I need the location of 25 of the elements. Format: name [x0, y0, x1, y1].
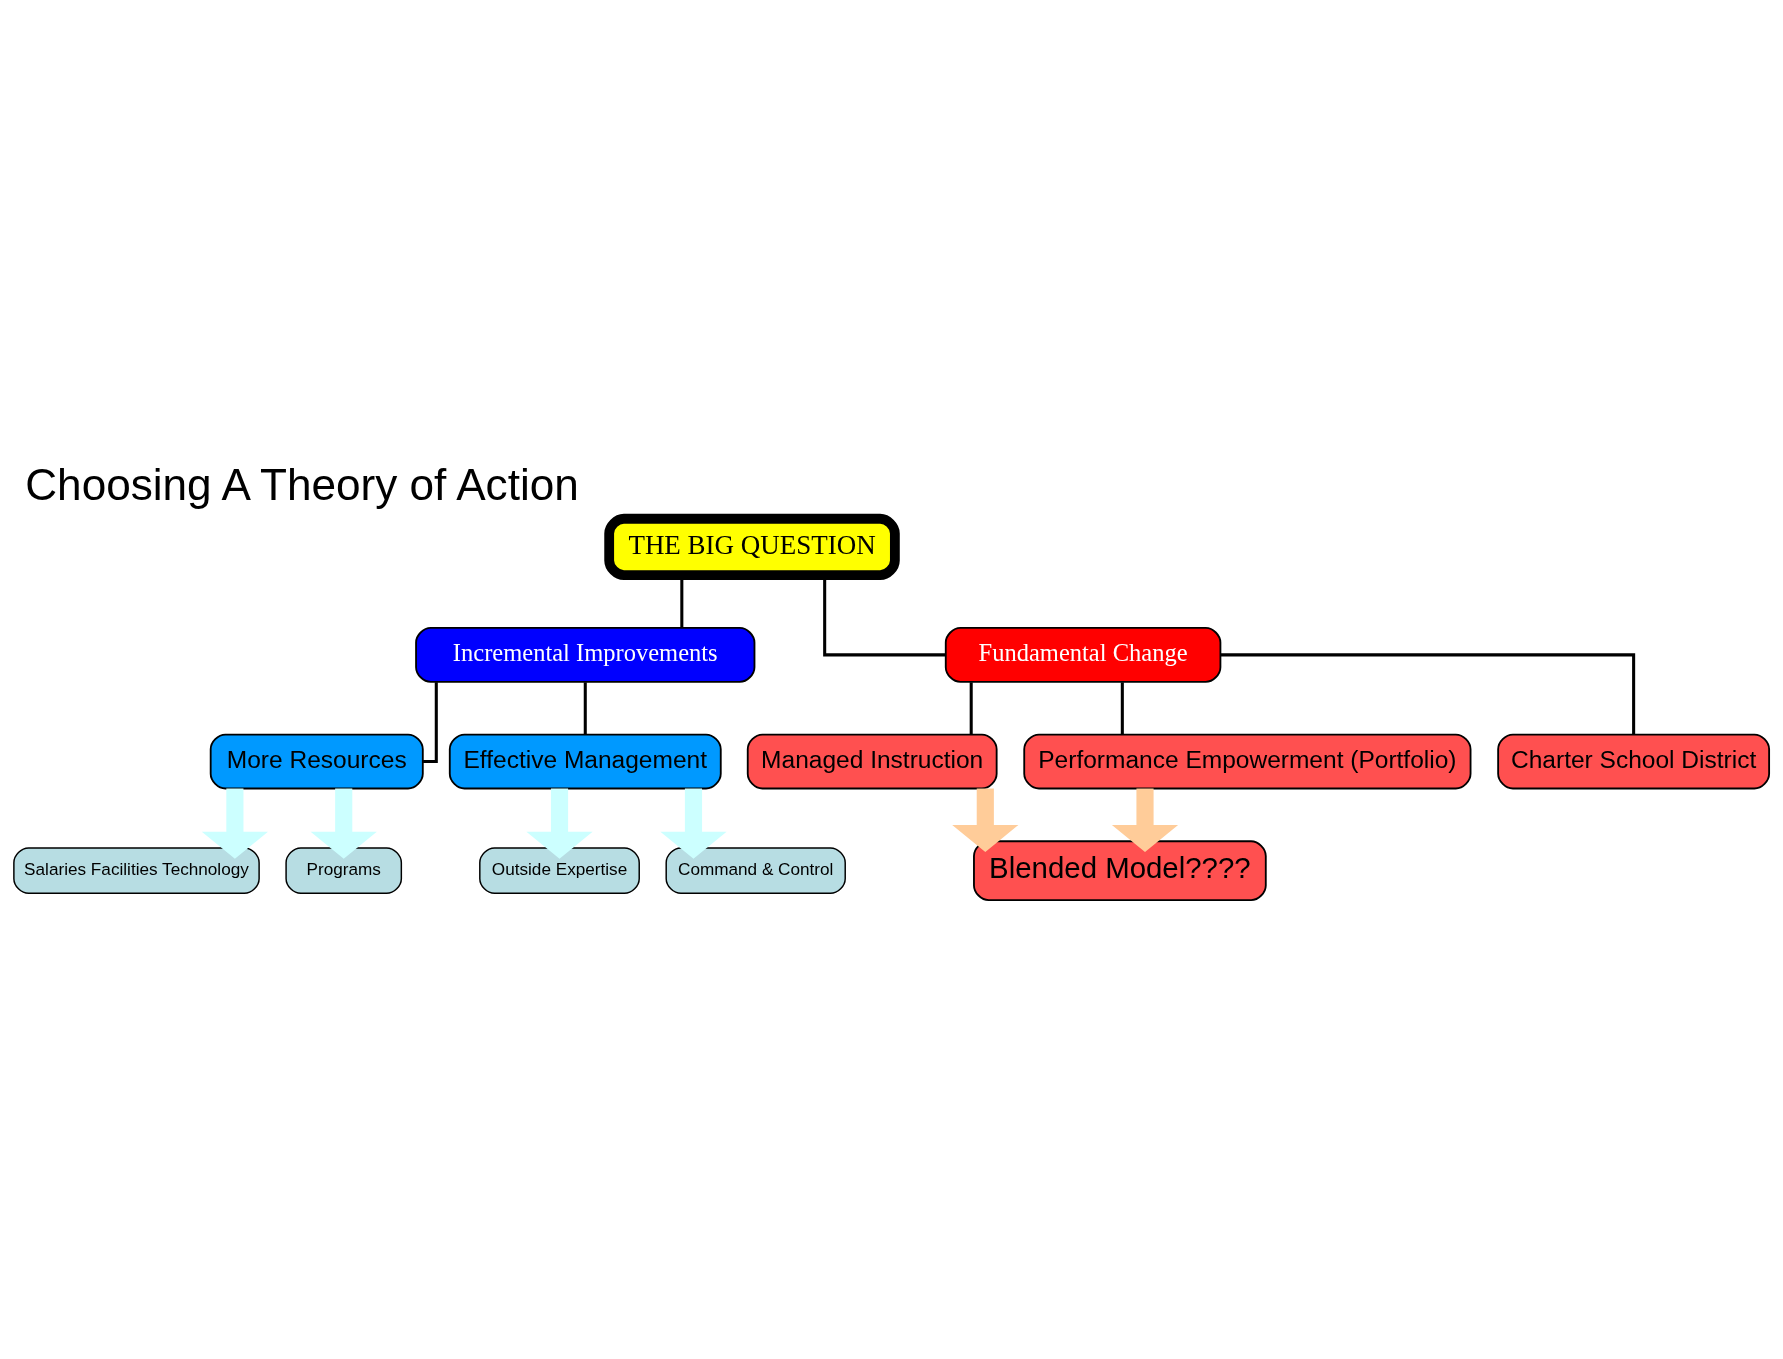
- connector: [583, 681, 587, 735]
- arrow: [1111, 788, 1179, 852]
- node-box: THE BIG QUESTION: [604, 513, 900, 580]
- node-box: Effective Management: [448, 733, 722, 789]
- arrow: [660, 788, 727, 859]
- node-box: Salaries Facilities Technology: [13, 846, 260, 894]
- node-box: More Resources: [209, 733, 424, 789]
- connector: [1220, 652, 1636, 734]
- node-box: Programs: [285, 846, 403, 894]
- connector: [1120, 681, 1124, 735]
- arrow: [952, 788, 1019, 852]
- node-box: Outside Expertise: [479, 846, 640, 894]
- diagram-title: Choosing A Theory of Action: [25, 459, 579, 509]
- arrow: [526, 788, 593, 859]
- connector: [969, 681, 973, 735]
- node-box: Blended Model????: [973, 839, 1267, 901]
- arrow: [310, 788, 377, 859]
- node-box: Fundamental Change: [944, 626, 1222, 683]
- node-box: Charter School District: [1497, 733, 1771, 789]
- node-box: Performance Empowerment (Portfolio): [1023, 733, 1472, 789]
- connector: [423, 681, 438, 763]
- node-box: Managed Instruction: [746, 733, 998, 789]
- arrow: [201, 788, 268, 859]
- node-box: Command & Control: [665, 846, 846, 894]
- node-box: Incremental Improvements: [415, 626, 756, 683]
